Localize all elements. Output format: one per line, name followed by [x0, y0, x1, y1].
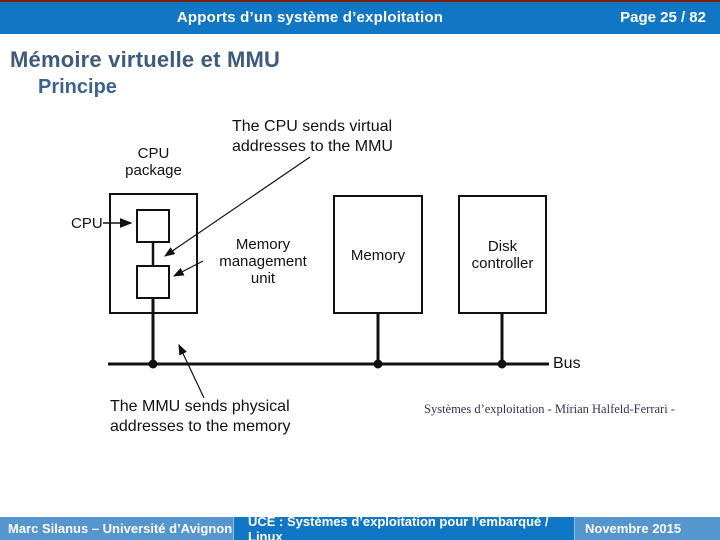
- mmu-label: Memory management unit: [219, 236, 307, 287]
- disk-controller-label: Disk controller: [471, 238, 534, 272]
- memory-label: Memory: [350, 247, 406, 264]
- bus-junction-dot: [148, 359, 158, 369]
- cpu-label: CPU: [71, 215, 103, 232]
- footer-author: Marc Silanus – Université d’Avignon: [8, 521, 233, 536]
- footer-date: Novembre 2015: [585, 521, 682, 536]
- annotation-physical-addresses: The MMU sends physical addresses to the …: [110, 398, 291, 435]
- cpu-box: [136, 209, 170, 243]
- annotation-virtual-addresses: The CPU sends virtual addresses to the M…: [232, 118, 393, 155]
- mmu-diagram: The CPU sends virtual addresses to the M…: [0, 110, 720, 450]
- cpu-package-label: CPU package: [125, 145, 182, 179]
- physical-address-arrow: [178, 343, 205, 399]
- bus-label: Bus: [553, 355, 581, 372]
- mmu-label-arrow: [172, 260, 204, 277]
- bus-junction-dot: [497, 359, 507, 369]
- header-bar: Apports d’un système d’exploitation Page…: [0, 0, 720, 34]
- header-title: Apports d’un système d’exploitation: [176, 9, 444, 26]
- source-attribution: Systèmes d’exploitation - Mírian Halfeld…: [424, 402, 675, 416]
- page-indicator: Page 25 / 82: [620, 9, 706, 26]
- footer-course: UCE : Systèmes d’exploitation pour l’emb…: [233, 514, 575, 540]
- bus-junction-dot: [373, 359, 383, 369]
- mmu-box: [136, 265, 170, 299]
- slide-title: Mémoire virtuelle et MMU: [10, 47, 281, 72]
- footer-bar: Marc Silanus – Université d’Avignon UCE …: [0, 514, 720, 540]
- slide-subtitle: Principe: [38, 76, 117, 98]
- diagram-lines: [103, 156, 549, 399]
- virtual-address-arrow: [164, 156, 311, 257]
